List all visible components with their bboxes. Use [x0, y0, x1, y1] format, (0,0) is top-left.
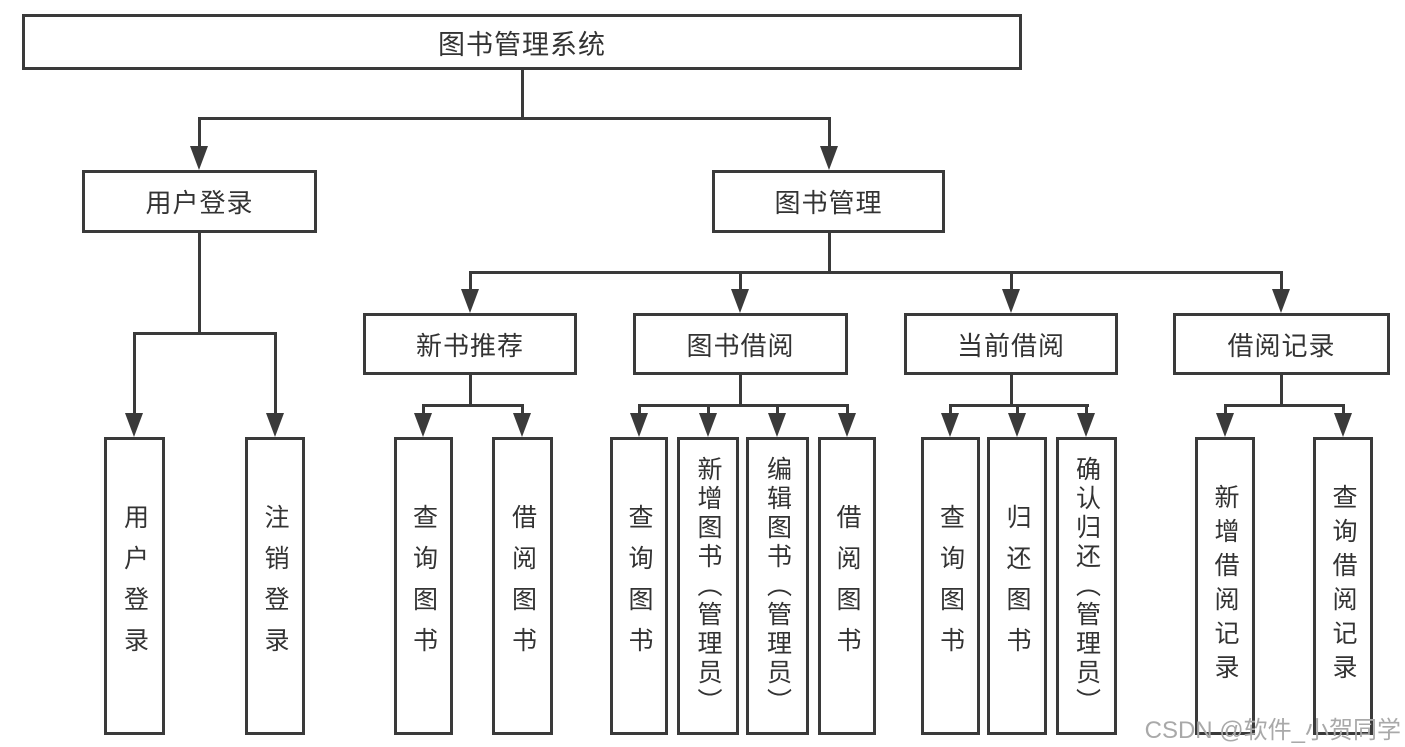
- node-label: 新书推荐: [415, 330, 524, 361]
- arrow-down-icon: [125, 413, 143, 437]
- connector-vline: [775, 404, 779, 416]
- connector-vline: [827, 233, 831, 274]
- node-label: 确认归还（管理员）: [1072, 455, 1101, 717]
- node-label: 查询借阅记录: [1329, 484, 1357, 688]
- node-label: 新增图书（管理员）: [694, 455, 722, 717]
- node-logout: 注销登录: [245, 437, 305, 735]
- node-label: 借阅图书: [508, 504, 537, 668]
- node-borrow-books: 借阅图书: [818, 437, 876, 735]
- connector-hline: [421, 404, 524, 407]
- node-label: 图书借阅: [686, 330, 795, 361]
- arrow-down-icon: [1334, 413, 1352, 437]
- node-borrow-books-recommend: 借阅图书: [492, 437, 553, 735]
- arrow-down-icon: [1077, 413, 1095, 437]
- arrow-down-icon: [838, 413, 856, 437]
- node-label: 查询图书: [936, 504, 965, 668]
- node-borrowing-records: 借阅记录: [1173, 313, 1390, 375]
- node-new-book-recommendation: 新书推荐: [363, 313, 577, 375]
- node-confirm-return-admin: 确认归还（管理员）: [1056, 437, 1117, 735]
- node-user-login-action: 用户登录: [104, 437, 165, 735]
- node-query-books-borrow: 查询图书: [610, 437, 668, 735]
- connector-vline: [706, 404, 710, 416]
- connector-vline: [738, 271, 742, 292]
- node-library-management-system: 图书管理系统: [22, 14, 1022, 70]
- arrow-down-icon: [768, 413, 786, 437]
- node-query-borrow-record: 查询借阅记录: [1313, 437, 1373, 735]
- node-add-book-admin: 新增图书（管理员）: [677, 437, 739, 735]
- connector-hline: [637, 404, 849, 407]
- node-label: 用户登录: [120, 504, 149, 668]
- arrow-down-icon: [1272, 289, 1290, 313]
- node-current-borrowing: 当前借阅: [904, 313, 1118, 375]
- connector-vline: [1009, 375, 1013, 407]
- node-book-management: 图书管理: [712, 170, 945, 233]
- connector-vline: [1279, 271, 1283, 292]
- connector-vline: [421, 404, 425, 416]
- node-label: 用户登录: [145, 188, 254, 218]
- connector-vline: [468, 271, 472, 292]
- arrow-down-icon: [1216, 413, 1234, 437]
- arrow-down-icon: [941, 413, 959, 437]
- node-query-books-recommend: 查询图书: [394, 437, 453, 735]
- node-label: 归还图书: [1003, 504, 1031, 668]
- node-label: 注销登录: [261, 504, 289, 668]
- connector-vline: [1341, 404, 1345, 416]
- connector-vline: [1009, 271, 1013, 292]
- arrow-down-icon: [1008, 413, 1026, 437]
- arrow-down-icon: [699, 413, 717, 437]
- connector-hline: [132, 332, 277, 335]
- node-label: 新增借阅记录: [1211, 484, 1239, 688]
- connector-vline: [197, 117, 201, 149]
- arrow-down-icon: [190, 146, 208, 170]
- arrow-down-icon: [513, 413, 531, 437]
- connector-vline: [1084, 404, 1088, 416]
- node-label: 图书管理系统: [438, 29, 606, 60]
- connector-vline: [468, 375, 472, 407]
- node-user-login: 用户登录: [82, 170, 317, 233]
- arrow-down-icon: [1002, 289, 1020, 313]
- connector-vline: [738, 375, 742, 407]
- arrow-down-icon: [414, 413, 432, 437]
- arrow-down-icon: [461, 289, 479, 313]
- arrow-down-icon: [630, 413, 648, 437]
- connector-hline: [197, 117, 831, 120]
- connector-hline: [1223, 404, 1345, 407]
- connector-vline: [520, 404, 524, 416]
- node-edit-book-admin: 编辑图书（管理员）: [746, 437, 809, 735]
- node-label: 当前借阅: [956, 330, 1065, 361]
- arrow-down-icon: [266, 413, 284, 437]
- connector-vline: [948, 404, 952, 416]
- node-label: 编辑图书（管理员）: [763, 455, 792, 717]
- connector-hline: [948, 404, 1089, 407]
- csdn-watermark: CSDN @软件_小贺同学: [1144, 717, 1401, 744]
- node-label: 查询图书: [409, 504, 438, 668]
- node-return-books: 归还图书: [987, 437, 1047, 735]
- connector-vline: [132, 332, 136, 414]
- arrow-down-icon: [731, 289, 749, 313]
- connector-vline: [1015, 404, 1019, 416]
- connector-hline: [468, 271, 1283, 274]
- connector-vline: [637, 404, 641, 416]
- connector-vline: [273, 332, 277, 414]
- node-label: 借阅记录: [1227, 330, 1336, 361]
- node-label: 查询图书: [625, 504, 653, 668]
- node-label: 借阅图书: [833, 504, 861, 668]
- connector-vline: [1223, 404, 1227, 416]
- connector-vline: [197, 233, 201, 335]
- node-add-borrow-record: 新增借阅记录: [1195, 437, 1255, 735]
- connector-vline: [520, 68, 524, 120]
- node-query-books-current: 查询图书: [921, 437, 980, 735]
- arrow-down-icon: [820, 146, 838, 170]
- connector-vline: [1279, 375, 1283, 407]
- connector-vline: [827, 117, 831, 149]
- node-book-borrowing: 图书借阅: [633, 313, 848, 375]
- connector-vline: [845, 404, 849, 416]
- node-label: 图书管理: [774, 188, 883, 218]
